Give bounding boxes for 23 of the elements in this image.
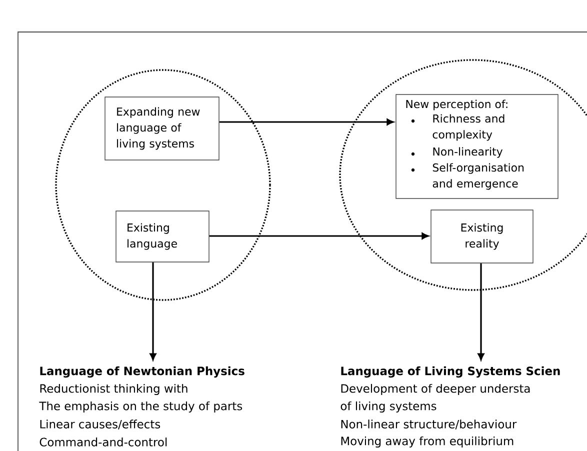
- body-text: Command-and-control: [40, 438, 167, 446]
- body-text: Moving away from equilibrium: [341, 436, 514, 448]
- heading: Language of Newtonian Physics: [40, 366, 244, 378]
- heading: Language of Living Systems Scien: [341, 366, 560, 378]
- body-text: Development of deeper understa: [341, 384, 530, 396]
- dotted-circle: [55, 69, 271, 301]
- heading: New perception of:: [406, 100, 508, 110]
- list-item: Self-organisation and emergence: [432, 163, 524, 190]
- text-box: [396, 94, 558, 199]
- arrow: [209, 232, 429, 240]
- list-item: Richness and complexity: [432, 114, 504, 141]
- text-box: Existing language: [116, 210, 210, 262]
- list-item: Non-linearity: [433, 147, 502, 158]
- arrow: [150, 262, 156, 360]
- body-text: of living systems: [340, 401, 436, 413]
- arrow: [478, 263, 484, 360]
- body-text: Reductionist thinking with: [40, 384, 188, 396]
- body-text: Linear causes/effects: [40, 420, 160, 430]
- arrow: [219, 118, 394, 126]
- body-text: The emphasis on the study of parts: [39, 401, 242, 413]
- body-text: Non-linear structure/behaviour: [341, 420, 517, 430]
- text-box: Existing reality: [430, 210, 534, 264]
- text-box: Expanding new language of living systems: [104, 96, 220, 160]
